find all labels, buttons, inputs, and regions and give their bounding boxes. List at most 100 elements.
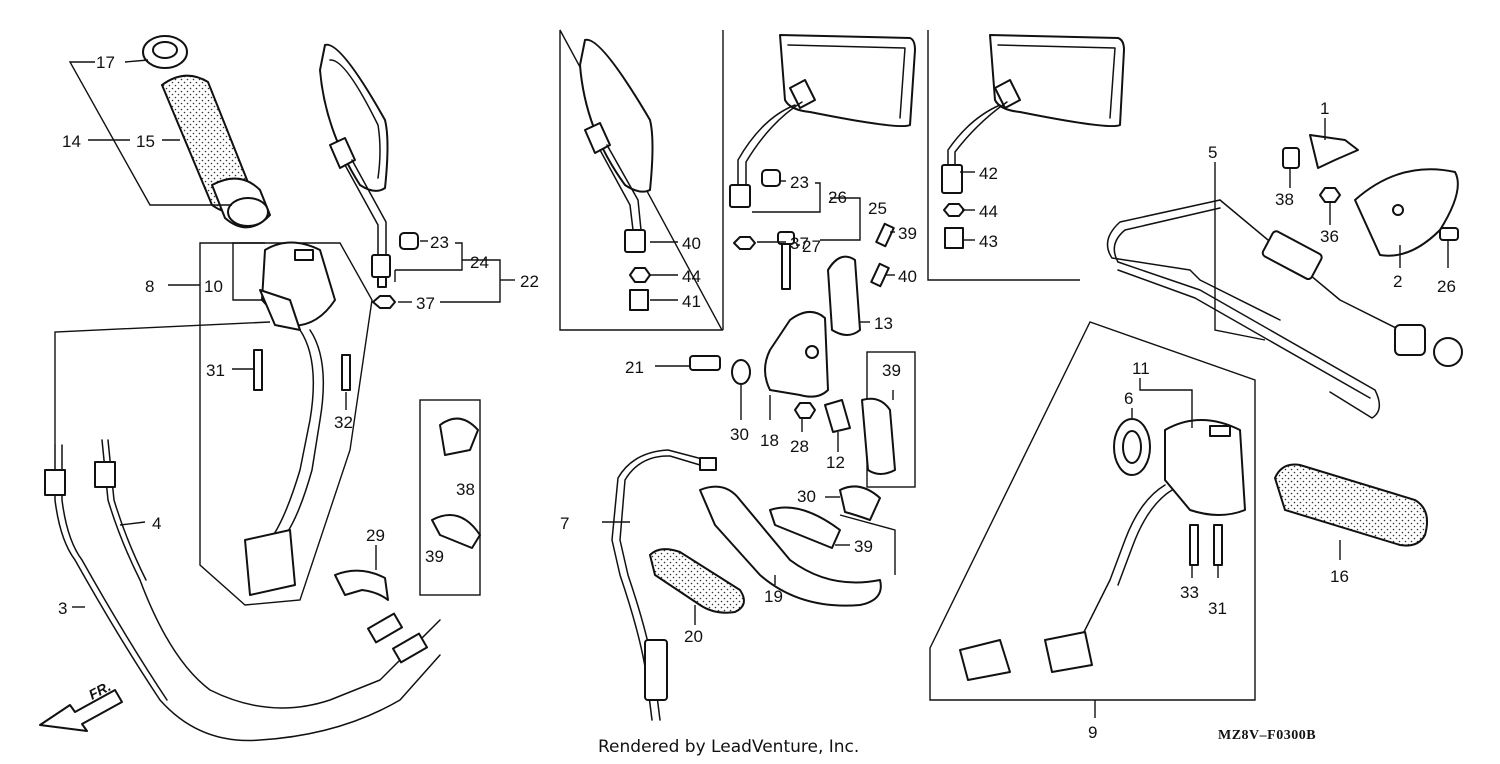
choke-assembly [1106, 134, 1463, 419]
callout-38: 38 [1275, 190, 1294, 209]
band-box-left [419, 399, 481, 596]
mirror-stem-41 [624, 229, 646, 253]
callout-24: 25 [868, 199, 887, 218]
nut-29 [794, 402, 816, 419]
render-credit: Rendered by LeadVenture, Inc. [598, 737, 859, 757]
callout-30: 30 [730, 425, 749, 444]
callout-43: 42 [979, 164, 998, 183]
collar-38 [1282, 147, 1300, 169]
lever-bracket-18 [764, 311, 829, 398]
switch-11-button [1209, 425, 1231, 437]
callout-33: 31 [1208, 599, 1227, 618]
mirror-head-d [989, 34, 1125, 128]
clamp-31-center [839, 485, 881, 521]
left-grip-assembly [142, 35, 271, 229]
callout-35: 33 [1180, 583, 1199, 602]
cover-hole [1392, 204, 1404, 216]
callout-17: 17 [96, 53, 115, 72]
callout-5: 5 [1208, 143, 1217, 162]
nut-44-a [629, 267, 651, 283]
band-39-b [431, 514, 481, 549]
callout-15: 15 [136, 132, 155, 151]
cable-end-3 [44, 469, 66, 496]
callout-16: 16 [1330, 567, 1349, 586]
mirror-joint-c [789, 79, 816, 109]
callout-41: 40 [682, 234, 701, 253]
left-mirror-main [319, 43, 419, 309]
nut-44-b [943, 203, 965, 217]
callout-39-c: 39 [854, 537, 873, 556]
nut-23-b [761, 169, 781, 187]
band-39-a [439, 417, 479, 456]
left-switch-group-box [199, 242, 373, 606]
callout-40-a: 39 [898, 224, 917, 243]
lever-19 [699, 485, 882, 607]
front-arrow-icon [39, 689, 123, 732]
right-mirror-box [927, 30, 1080, 281]
cable-adjuster-a [392, 632, 428, 664]
screw-21 [689, 355, 721, 371]
callout-31-left: 29 [366, 526, 385, 545]
choke-knob [1433, 337, 1463, 367]
callout-1: 1 [1320, 99, 1329, 118]
cable-adjuster-7 [644, 639, 668, 701]
mirror-head-b [579, 38, 654, 193]
cable-end-4 [94, 461, 116, 488]
connector-9-b [1044, 631, 1093, 673]
callout-11: 11 [1132, 359, 1150, 378]
cover-2 [1354, 168, 1459, 257]
callout-2: 2 [1393, 272, 1402, 291]
switch-11 [1164, 419, 1246, 516]
callout-20: 20 [684, 627, 703, 646]
callout-21: 21 [625, 358, 644, 377]
choke-knob-base [1394, 324, 1426, 356]
left-switch-housing [244, 241, 351, 596]
connector-9-a [959, 639, 1011, 681]
band-39-c [769, 506, 841, 549]
right-grip-16 [1273, 463, 1428, 547]
callout-37-left: 37 [416, 294, 435, 313]
switch-connector [244, 529, 296, 596]
callout-37-center: 37 [790, 234, 809, 253]
callout-40-b: 40 [898, 267, 917, 286]
front-arrow: FR. [39, 678, 123, 732]
callout-31-center: 30 [797, 487, 816, 506]
mirror-joint-b [584, 122, 611, 154]
screw-35 [1189, 524, 1199, 566]
callout-23-center: 23 [790, 173, 809, 192]
callout-3: 3 [58, 599, 67, 618]
callout-29: 28 [790, 437, 809, 456]
mirror-thread [377, 276, 387, 288]
callout-22: 22 [520, 272, 539, 291]
mirror-stem-43 [941, 164, 963, 194]
callout-36: 36 [1320, 227, 1339, 246]
switch-button [294, 249, 314, 261]
callout-25: 24 [470, 253, 489, 272]
screw-28 [781, 243, 791, 290]
callout-14: 14 [62, 132, 81, 151]
cable-end-7 [699, 457, 717, 471]
callout-39-d: 39 [882, 361, 901, 380]
grip-end-cap-inner [152, 41, 178, 59]
callout-12: 12 [826, 453, 845, 472]
lever-assembly [648, 222, 896, 614]
right-switch-housing [959, 418, 1246, 681]
diagram-code: MZ8V–F0300B [1218, 728, 1316, 743]
callout-numbers: 17 14 15 8 10 31 32 23 24 22 37 3 4 29 3… [58, 53, 1456, 742]
bolt-42-a [629, 289, 649, 311]
callout-13: 13 [874, 314, 893, 333]
screw-27-head [1439, 227, 1459, 241]
callout-6: 6 [1124, 389, 1133, 408]
mirror-joint [329, 137, 356, 169]
mirror-head-c [779, 34, 916, 128]
callout-34: 32 [334, 413, 353, 432]
callout-39-b: 39 [425, 547, 444, 566]
mirror-center [729, 34, 916, 250]
grip-sleeve-end [227, 197, 269, 227]
bolt-36 [1319, 187, 1341, 203]
callout-9: 9 [1088, 723, 1097, 742]
mirror-stem [371, 254, 391, 278]
cable-adjuster-b [367, 612, 403, 644]
switch-12 [824, 399, 851, 433]
